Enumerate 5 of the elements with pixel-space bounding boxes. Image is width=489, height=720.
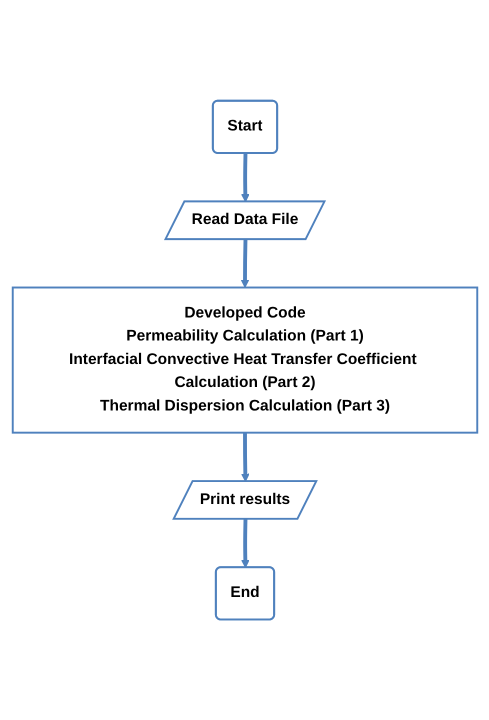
arrow: [240, 432, 250, 482]
arrow: [240, 153, 250, 202]
arrow: [240, 239, 249, 288]
arrow: [240, 519, 250, 568]
node-box: Developed Code Permeability Calculation (Part 1) Interfacial Convective Heat Transfer Coefficient Calculation (Part 2) Thermal Dispersion Calculation (Part 3): [11, 286, 478, 434]
